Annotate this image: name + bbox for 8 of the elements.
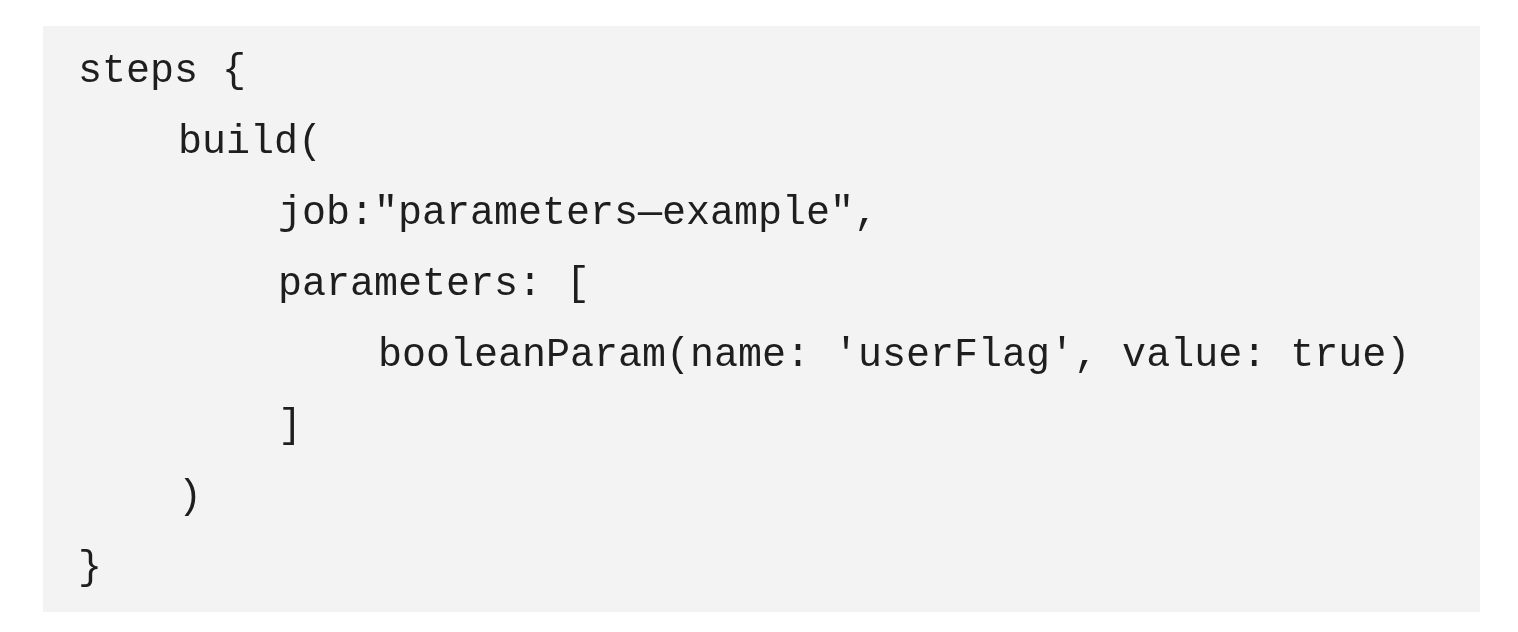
code-line: } — [78, 545, 102, 593]
code-line: steps { — [78, 48, 247, 96]
code-line: ] — [278, 403, 302, 451]
code-line: booleanParam(name: 'userFlag', value: true) — [378, 332, 1411, 380]
code-line: ) — [178, 474, 202, 522]
code-line: parameters: [ — [278, 261, 591, 309]
code-line: build( — [178, 119, 323, 167]
code-line: job:"parameters—example", — [278, 190, 879, 238]
